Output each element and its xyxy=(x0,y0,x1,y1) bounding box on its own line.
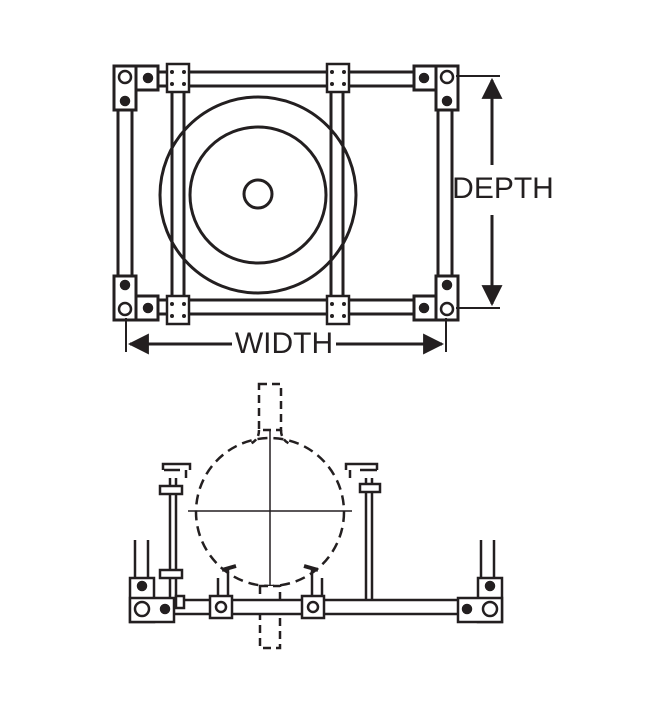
rail-left xyxy=(116,78,134,310)
top-view xyxy=(112,62,503,355)
corner-blocks xyxy=(112,64,460,322)
base-bolts xyxy=(133,580,499,618)
depth-label: DEPTH xyxy=(452,172,554,205)
bolt-icon xyxy=(119,95,131,107)
frame-rails xyxy=(116,70,454,316)
left-bracket xyxy=(158,462,192,600)
bolt-icon xyxy=(159,603,171,615)
bolt-icon xyxy=(441,279,453,291)
bolt-icon xyxy=(439,69,455,85)
depth-dimension xyxy=(456,75,503,309)
vessel-outer-circle xyxy=(158,95,358,295)
bolt-icon xyxy=(441,95,453,107)
clamp-block xyxy=(165,294,191,326)
right-corner-block xyxy=(456,576,504,624)
base-clamps xyxy=(174,594,326,620)
cross-member-left xyxy=(170,78,186,312)
vessel-nozzle-circle xyxy=(242,178,274,210)
bolt-icon xyxy=(119,279,131,291)
right-bracket xyxy=(344,462,382,600)
corner-bolts xyxy=(117,69,455,317)
bolt-icon xyxy=(142,302,154,314)
cross-member-right xyxy=(329,78,345,312)
bolt-icon xyxy=(481,600,499,618)
clamp-block xyxy=(325,62,351,94)
bolt-icon xyxy=(133,600,151,618)
bolt-icon xyxy=(142,72,154,84)
top-nozzle xyxy=(257,382,283,432)
clamp-blocks xyxy=(165,62,351,326)
clamp-block xyxy=(325,294,351,326)
bolt-icon xyxy=(117,301,133,317)
bolt-icon xyxy=(418,302,430,314)
clamp-block xyxy=(165,62,191,94)
rail-right xyxy=(436,78,454,310)
bolt-icon xyxy=(461,603,473,615)
width-label: WIDTH xyxy=(235,327,333,360)
side-view xyxy=(128,382,504,650)
bolt-icon xyxy=(136,580,148,592)
bolt-icon xyxy=(484,580,496,592)
bolt-icon xyxy=(117,69,133,85)
vessel-inner-circle xyxy=(188,125,328,265)
width-dimension xyxy=(125,318,447,355)
left-corner-block xyxy=(128,576,176,624)
bolt-icon xyxy=(418,72,430,84)
bolt-icon xyxy=(439,301,455,317)
bottom-nozzle xyxy=(258,584,282,650)
